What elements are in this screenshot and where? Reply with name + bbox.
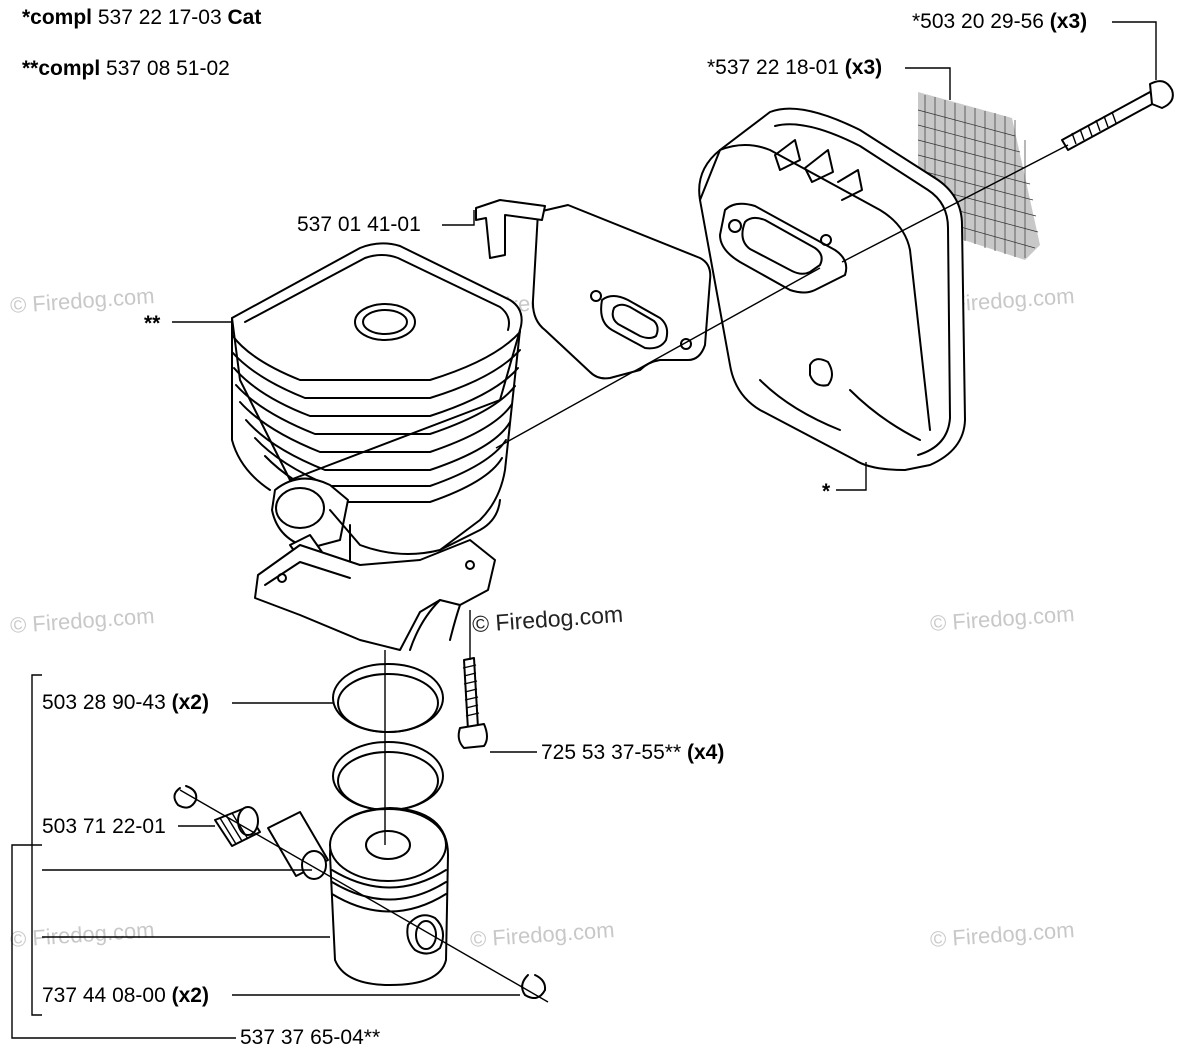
label-needle-bearing: 503 71 22-01 <box>42 815 166 839</box>
piston-ring-number: 503 28 90-43 <box>42 691 166 714</box>
screen-qty: (x3) <box>844 56 883 79</box>
label-piston-ring: 503 28 90-43 (x2) <box>42 691 209 715</box>
gasket-number: 537 01 41-01 <box>297 213 421 236</box>
piston-ring-qty: (x2) <box>171 691 209 714</box>
muffler <box>698 107 966 471</box>
piston-ring-lower <box>332 741 444 811</box>
screen-number: *537 22 18-01 <box>707 56 839 79</box>
label-piston-kit: 537 37 65-04** <box>240 1026 380 1050</box>
circlip-qty: (x2) <box>171 984 209 1007</box>
needle-bearing-number: 503 71 22-01 <box>42 815 166 838</box>
compl-cat-number: 537 22 17-03 <box>92 6 228 29</box>
gasket <box>531 204 712 380</box>
compl-label: **compl 537 08 51-02 <box>22 57 230 81</box>
circlip-right <box>521 974 547 1000</box>
circlip-left <box>173 785 198 809</box>
label-screw-top: *503 20 29-56 (x3) <box>912 10 1087 34</box>
cylinder-screw-number: 725 53 37-55** <box>541 741 682 764</box>
label-cylinder-marker: ** <box>144 312 161 335</box>
needle-bearing <box>214 806 261 847</box>
bracket <box>475 199 546 259</box>
compl-cat-prefix: *compl <box>22 6 93 29</box>
label-gasket: 537 01 41-01 <box>297 213 421 237</box>
piston-ring-upper <box>332 663 444 733</box>
piston-pin <box>267 811 329 880</box>
piston <box>329 807 449 986</box>
compl-cat-label: *compl 537 22 17-03 Cat <box>22 6 261 30</box>
label-screen: *537 22 18-01 (x3) <box>707 56 882 80</box>
assembly-axis-lines <box>179 144 1069 1003</box>
circlip-number: 737 44 08-00 <box>42 984 166 1007</box>
screw-top-qty: (x3) <box>1049 10 1088 33</box>
label-cylinder-screw: 725 53 37-55** (x4) <box>541 741 724 765</box>
leader-lines <box>11 21 1157 1039</box>
label-circlip: 737 44 08-00 (x2) <box>42 984 209 1008</box>
compl-number: 537 08 51-02 <box>100 57 230 80</box>
label-muffler-marker: * <box>822 480 831 503</box>
piston-kit-number: 537 37 65-04** <box>240 1026 381 1049</box>
cylinder <box>231 242 523 651</box>
screw-top-number: *503 20 29-56 <box>912 10 1044 33</box>
muffler-screw <box>1061 80 1174 151</box>
cylinder-screw-qty: (x4) <box>686 741 725 764</box>
compl-cat-suffix: Cat <box>227 6 262 29</box>
cylinder-screw <box>457 657 488 749</box>
compl-prefix: **compl <box>22 57 101 80</box>
